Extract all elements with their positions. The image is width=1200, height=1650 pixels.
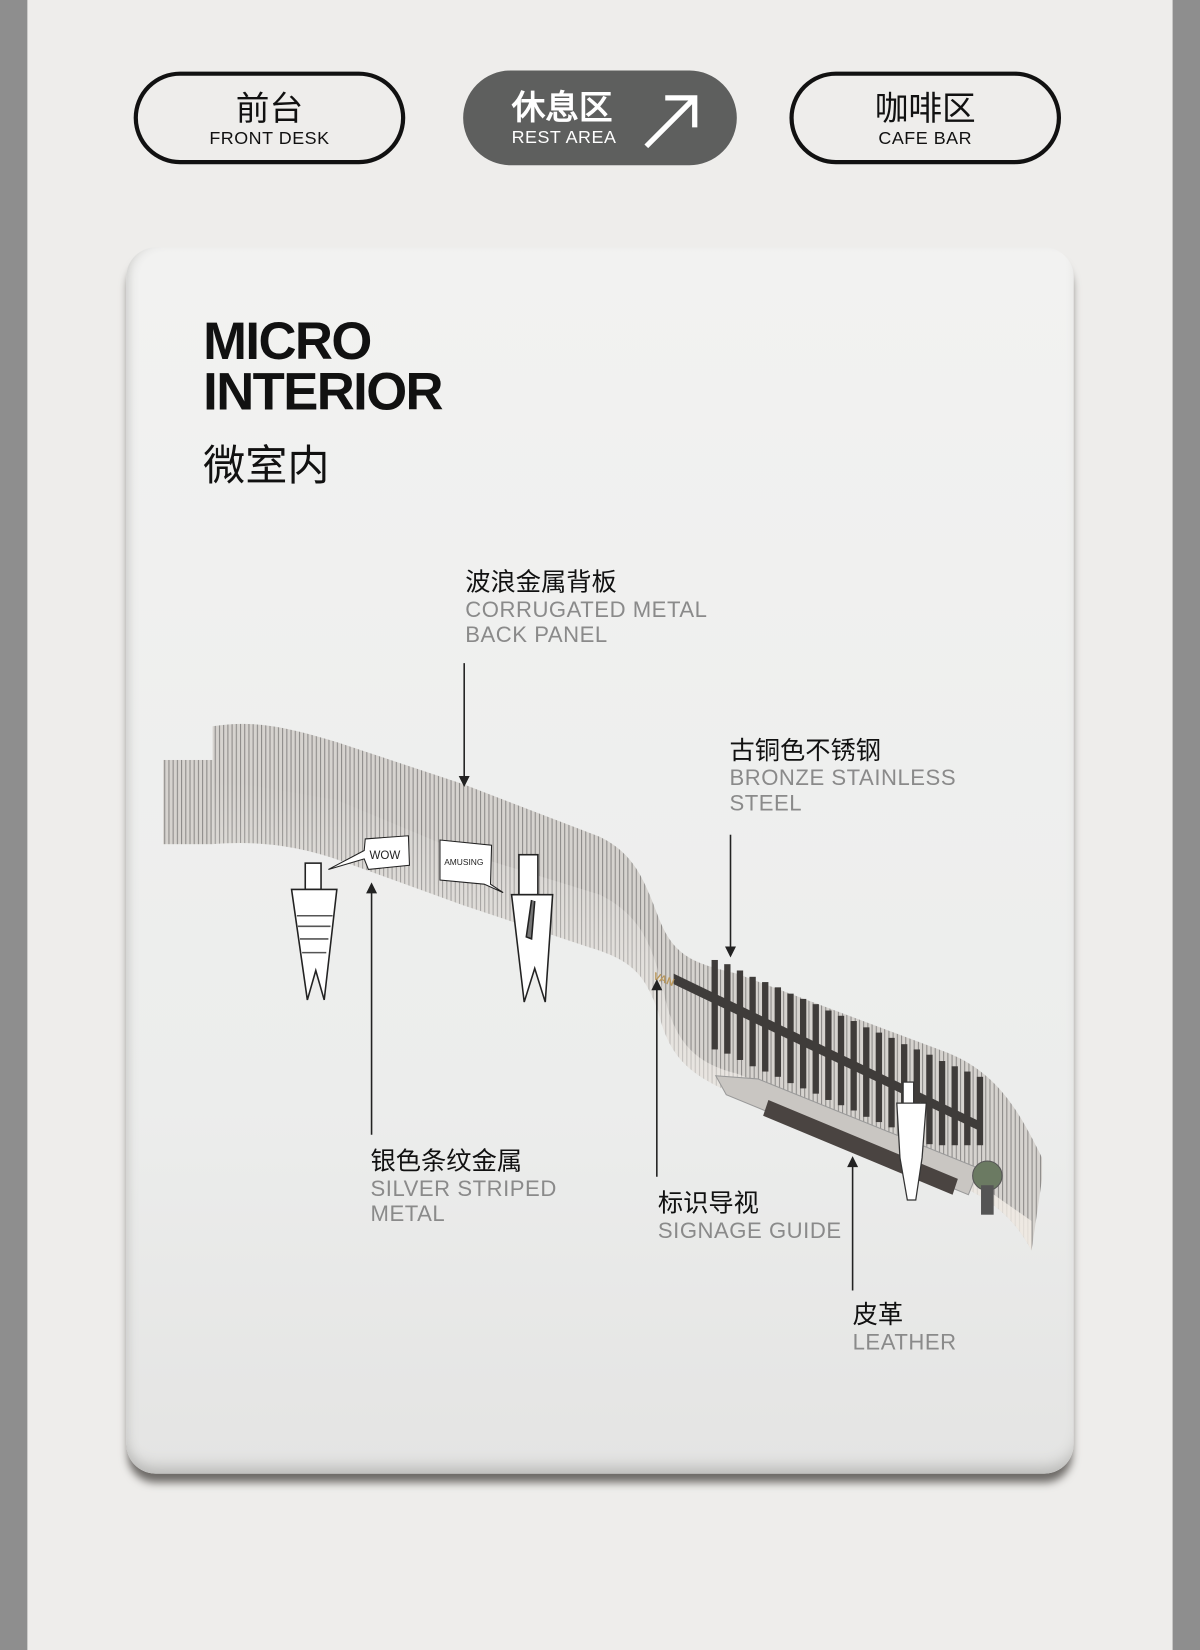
label-en: SIGNAGE GUIDE <box>657 1218 842 1244</box>
label-leather: 皮革 LEATHER <box>853 1299 957 1356</box>
person-left <box>290 862 338 1001</box>
label-en: CORRUGATED METAL <box>465 597 708 623</box>
label-en: BRONZE STAINLESS <box>729 766 957 791</box>
arrow-up-right-icon <box>642 92 701 156</box>
title-line2: INTERIOR <box>203 362 443 422</box>
label-en: LEATHER <box>852 1330 957 1355</box>
leader-lines <box>366 663 859 1291</box>
bubble-text: WOW <box>369 850 400 862</box>
label-en: SILVER STRIPED <box>370 1176 557 1202</box>
bubble-text: AMUSING <box>444 857 483 867</box>
label-cn: 波浪金属背板 <box>465 567 617 597</box>
nav-cn: 前台 <box>235 88 304 129</box>
label-cn: 古铜色不锈钢 <box>729 735 882 766</box>
page-title-cn: 微室内 <box>203 442 330 491</box>
title-line1: MICRO <box>203 311 372 371</box>
page-title: MICRO INTERIOR <box>203 311 443 422</box>
label-cn: 银色条纹金属 <box>370 1146 523 1176</box>
nav-pill-rest-area[interactable]: 休息区 REST AREA <box>463 70 737 166</box>
speech-bubble-amusing: AMUSING <box>439 839 504 894</box>
nav-en: REST AREA <box>511 127 617 148</box>
person-right <box>510 853 554 1003</box>
speech-bubble-wow: WOW <box>328 835 411 871</box>
label-cn: 标识导视 <box>657 1188 759 1218</box>
nav-pill-cafe-bar[interactable]: 咖啡区 CAFE BAR <box>789 71 1062 165</box>
label-cn: 皮革 <box>852 1299 904 1330</box>
nav-en: FRONT DESK <box>209 128 330 149</box>
nav-pill-front-desk[interactable]: 前台 FRONT DESK <box>133 71 406 165</box>
person-seated <box>896 1081 927 1201</box>
nav-en: CAFE BAR <box>878 128 973 149</box>
label-en: BACK PANEL <box>465 623 608 648</box>
label-bronze: 古铜色不锈钢 BRONZE STAINLESS STEEL <box>729 735 956 817</box>
label-en: METAL <box>370 1202 446 1227</box>
label-corrugated: 波浪金属背板 CORRUGATED METAL BACK PANEL <box>465 566 707 648</box>
label-signage: 标识导视 SIGNAGE GUIDE <box>658 1187 842 1244</box>
label-silver: 银色条纹金属 SILVER STRIPED METAL <box>371 1145 557 1227</box>
label-en: STEEL <box>729 791 803 816</box>
nav-cn: 休息区 <box>511 87 613 128</box>
nav-cn: 咖啡区 <box>874 88 976 129</box>
side-panel <box>163 759 213 845</box>
